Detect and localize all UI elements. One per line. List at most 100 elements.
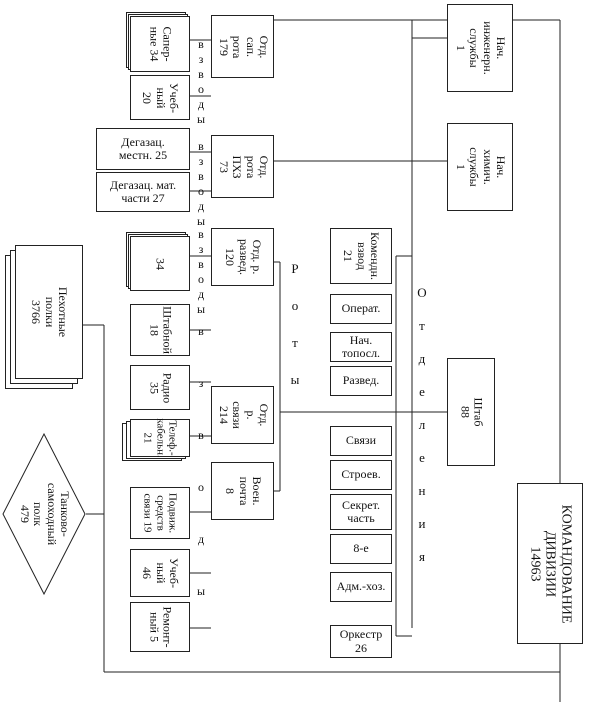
sapper-training-platoon-box: Учеб- ный 20 <box>130 75 190 120</box>
tank-regiment-label: Танково- самоходный полк 479 <box>17 482 72 546</box>
word-letter: з <box>198 376 204 390</box>
orchestra-box: Оркестр 26 <box>330 625 392 658</box>
signal-training-platoon-label: Учеб- ный 46 <box>140 558 182 588</box>
commandant-platoon-box: Комендн. взвод 21 <box>330 228 392 284</box>
dept-personnel-box: Строев. <box>330 460 392 490</box>
word-letter: т <box>292 335 298 350</box>
word-letter: з <box>198 154 204 168</box>
signal-training-platoon-box: Учеб- ный 46 <box>130 549 190 597</box>
word-letter: о <box>198 82 204 96</box>
word-letter: и <box>418 516 426 531</box>
signal-mobile-platoon-label: Подвиж. средств связи 19 <box>141 492 179 534</box>
word-letter: в <box>198 227 204 241</box>
degassing-local-box: Дегазац. местн. 25 <box>96 128 190 170</box>
word-letter: л <box>418 417 426 432</box>
signal-hq-platoon-label: Штабной 18 <box>147 306 175 354</box>
degassing-local-label: Дегазац. местн. 25 <box>118 134 168 162</box>
recon-platoon-label: 34 <box>153 257 168 270</box>
word-letter: ы <box>196 584 206 598</box>
chief-engineer-box: Нач. инженерн. службы 1 <box>447 4 513 92</box>
word-letter: о <box>198 184 204 198</box>
word-letter: з <box>198 242 204 256</box>
dept-recon-label: Развед. <box>342 373 380 388</box>
infantry-regiments-label: Пехотные полки 3766 <box>29 286 71 338</box>
signal-mobile-platoon-box: Подвиж. средств связи 19 <box>130 487 190 539</box>
signal-company-label: Отд. р. связи 214 <box>216 401 271 429</box>
signal-company-box: Отд. р. связи 214 <box>211 386 274 444</box>
division-command-box: КОМАНДОВАНИЕ ДИВИЗИИ 14963 <box>517 483 583 644</box>
orchestra-label: Оркестр 26 <box>339 627 383 655</box>
word-letter: ы <box>196 302 206 316</box>
dept-recon-box: Развед. <box>330 366 392 396</box>
word-letter: д <box>197 532 205 546</box>
word-letter: в <box>198 139 204 153</box>
recon-platoon-box: 34 <box>130 236 190 291</box>
word-letter: т <box>419 318 425 333</box>
word-letter: в <box>198 257 204 271</box>
dept-operations-label: Операт. <box>341 301 381 316</box>
word-letter: д <box>197 287 205 301</box>
word-letter: я <box>419 549 425 564</box>
word-letter: д <box>197 199 205 213</box>
word-letter: О <box>417 285 427 300</box>
word-letter: з <box>198 52 204 66</box>
dept-signal-box: Связи <box>330 426 392 456</box>
chemical-company-label: Отд. рота ПХЗ 73 <box>216 154 271 179</box>
sapper-training-platoon-label: Учеб- ный 20 <box>140 82 182 113</box>
word-letter: н <box>418 483 426 498</box>
commandant-platoon-label: Комендн. взвод 21 <box>341 231 383 281</box>
word-letter: о <box>198 272 204 286</box>
word-letter: о <box>291 298 299 313</box>
word-letter: в <box>198 324 204 338</box>
signal-platoons-word: в з в о д ы <box>197 325 205 597</box>
tank-regiment-diamond <box>2 433 86 595</box>
signal-hq-platoon-box: Штабной 18 <box>130 304 190 356</box>
word-letter: ы <box>196 112 206 126</box>
dept-admin-label: Адм.-хоз. <box>336 579 386 594</box>
dept-signal-label: Связи <box>345 433 377 448</box>
word-letter: д <box>197 97 205 111</box>
dept-topo-box: Нач. топосл. <box>330 332 392 362</box>
dept-personnel-label: Строев. <box>341 467 381 482</box>
word-letter: в <box>198 37 204 51</box>
word-letter: ы <box>290 372 300 387</box>
staff-box: Штаб 88 <box>447 358 495 466</box>
recon-company-label: Отд. р. развед. 120 <box>222 239 264 275</box>
word-letter: в <box>198 67 204 81</box>
dept-secret-box: Секрет. часть <box>330 494 392 530</box>
chief-engineer-label: Нач. инженерн. службы 1 <box>453 21 508 75</box>
word-letter: е <box>419 384 425 399</box>
signal-phone-platoon-box: Телеф.- кабельн. 21 <box>130 418 190 458</box>
staff-label: Штаб 88 <box>458 397 486 427</box>
dept-secret-label: Секрет. часть <box>342 497 380 525</box>
field-post-box: Воен. почта 8 <box>211 462 274 520</box>
word-letter: в <box>198 169 204 183</box>
word-letter: ы <box>196 214 206 228</box>
sapper-company-box: Отд. сап. рота 179 <box>211 15 274 78</box>
dept-topo-label: Нач. топосл. <box>341 332 381 360</box>
recon-company-box: Отд. р. развед. 120 <box>211 228 274 286</box>
signal-phone-platoon-label: Телеф.- кабельн. 21 <box>141 418 179 458</box>
signal-repair-platoon-label: Ремонт- ный 5 <box>147 606 175 648</box>
word-letter: о <box>198 480 204 494</box>
degassing-material-box: Дегазац. мат. части 27 <box>96 172 190 212</box>
dept-operations-box: Операт. <box>330 294 392 324</box>
sapper-platoon-label: Сапер- ные 34 <box>147 26 175 62</box>
field-post-label: Воен. почта 8 <box>222 476 264 506</box>
degassing-material-label: Дегазац. мат. части 27 <box>109 177 177 205</box>
dept-eighth-box: 8-е <box>330 534 392 564</box>
word-letter: в <box>198 428 204 442</box>
dept-eighth-label: 8-е <box>353 541 369 556</box>
word-letter: е <box>419 450 425 465</box>
word-letter: д <box>418 351 426 366</box>
word-letter: Р <box>291 261 299 276</box>
dept-admin-box: Адм.-хоз. <box>330 572 392 602</box>
signal-radio-platoon-label: Радио 35 <box>147 372 175 403</box>
